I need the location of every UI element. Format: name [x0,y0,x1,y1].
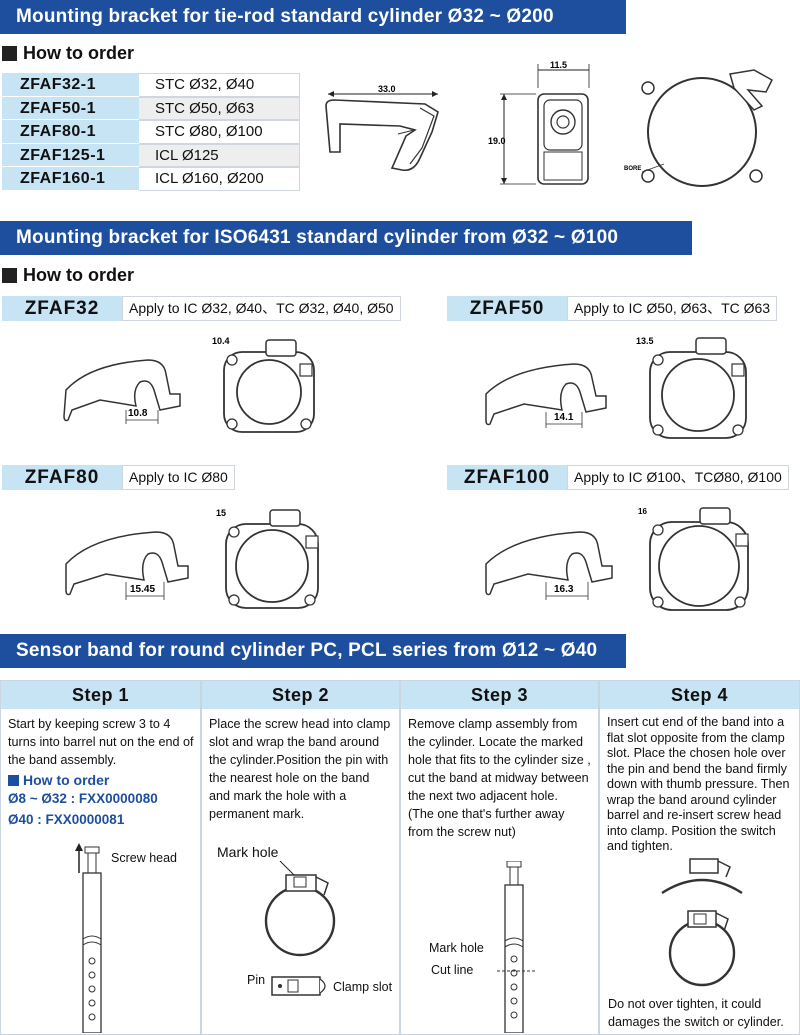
step-1: Step 1 Start by keeping screw 3 to 4 tur… [0,680,201,1035]
step-text: Insert cut end of the band into a flat s… [607,715,790,853]
switch-on-cylinder-drawing [661,858,743,987]
bore-label: BORE [624,166,641,172]
step-title: Step 2 [202,681,399,709]
order-line-2: Ø40 : FXX0000081 [8,812,125,827]
model-desc: ICL Ø160, Ø200 [139,167,300,191]
zfaf100-ring-drawing: 16 [638,507,749,611]
dim-top-label: 11.5 [550,60,567,70]
steps-panel: Step 1 Start by keeping screw 3 to 4 tur… [0,680,800,1035]
clamp-slot-label: Clamp slot [333,980,393,994]
model-code: ZFAF32 [2,296,122,321]
model-desc: Apply to IC Ø32, Ø40、TC Ø32, Ø40, Ø50 [122,296,401,321]
step-title: Step 3 [401,681,598,709]
step-3: Step 3 Remove clamp assembly from the cy… [400,680,599,1035]
section3-banner: Sensor band for round cylinder PC, PCL s… [0,634,626,668]
order-title: How to order [8,772,193,788]
model-zfaf100: ZFAF100 Apply to IC Ø100、TCØ80, Ø100 [447,465,789,490]
mark-hole-label: Mark hole [217,844,279,860]
model-zfaf32: ZFAF32 Apply to IC Ø32, Ø40、TC Ø32, Ø40,… [2,296,401,321]
dim-height-label: 19.0 [488,136,506,146]
screw-head-label: Screw head [111,851,178,865]
model-desc: ICL Ø125 [139,143,300,168]
bracket-mount-drawing: BORE [624,69,773,187]
model-code: ZFAF50-1 [2,96,139,121]
bracket-side-drawing: 33.0 [325,84,439,172]
step-text: Place the screw head into clamp slot and… [209,717,391,821]
clamp-slot-drawing [271,976,326,996]
dim-label: 14.1 [554,412,574,423]
order-info: How to order Ø8 ~ Ø32 : FXX0000080 Ø40 :… [1,769,200,830]
model-desc: Apply to IC Ø100、TCØ80, Ø100 [567,465,789,490]
step-title: Step 4 [600,681,799,709]
section1-how-to-order: How to order [2,43,134,64]
model-zfaf80: ZFAF80 Apply to IC Ø80 [2,465,235,490]
square-bullet-icon [8,774,19,786]
step-2: Step 2 Place the screw head into clamp s… [201,680,400,1035]
model-desc: STC Ø50, Ø63 [139,96,300,121]
section2-how-to-order: How to order [2,265,134,286]
model-code: ZFAF160-1 [2,167,139,191]
square-bullet-icon [2,46,17,61]
cut-line-label: Cut line [431,963,474,977]
step-note: (The one that's further away from the sc… [408,807,565,839]
dim-label: 15 [216,508,226,518]
step-text: Remove clamp assembly from the cylinder.… [408,717,591,803]
model-desc: STC Ø80, Ø100 [139,120,300,144]
pin-label: Pin [247,973,266,987]
section1-banner: Mounting bracket for tie-rod standard cy… [0,0,626,34]
model-code: ZFAF80-1 [2,120,139,144]
order-title-text: How to order [23,772,110,788]
model-desc: Apply to IC Ø80 [122,465,235,490]
dim-width-label: 33.0 [378,84,396,94]
zfaf50-bracket-drawing: 14.1 [485,363,607,428]
dim-label: 16.3 [554,584,574,595]
band-with-screw-drawing [75,843,102,1033]
model-zfaf50: ZFAF50 Apply to IC Ø50, Ø63、TC Ø63 [447,296,778,321]
model-code: ZFAF50 [447,296,567,321]
zfaf100-bracket-drawing: 16.3 [485,531,613,600]
section2-banner: Mounting bracket for ISO6431 standard cy… [0,221,692,255]
band-cut-drawing [497,861,535,1033]
band-on-cylinder-drawing [264,861,336,957]
step-title: Step 1 [1,681,200,709]
how-to-order-label: How to order [23,265,134,285]
square-bullet-icon [2,268,17,283]
order-line-1: Ø8 ~ Ø32 : FXX0000080 [8,791,158,806]
dim-label: 10.8 [128,408,148,419]
model-code: ZFAF125-1 [2,143,139,168]
model-code: ZFAF100 [447,465,567,490]
model-code: ZFAF80 [2,465,122,490]
bracket-front-drawing: 11.5 19.0 [488,60,590,185]
zfaf80-bracket-drawing: 15.45 [65,531,189,600]
how-to-order-label: How to order [23,43,134,63]
zfaf32-ring-drawing: 10.4 [212,336,315,433]
step-text: Start by keeping screw 3 to 4 turns into… [8,717,194,767]
model-code: ZFAF32-1 [2,73,139,97]
zfaf32-bracket-drawing: 10.8 [63,359,181,424]
dim-label: 13.5 [636,336,654,346]
dim-label: 15.45 [130,584,155,595]
dim-label: 16 [638,507,647,516]
dim-label: 10.4 [212,336,230,346]
step-4: Step 4 Insert cut end of the band into a… [599,680,800,1035]
step-warning: Do not over tighten, it could damages th… [608,997,784,1029]
zfaf50-ring-drawing: 13.5 [636,336,747,439]
mark-hole-label: Mark hole [429,941,484,955]
model-desc: Apply to IC Ø50, Ø63、TC Ø63 [567,296,778,321]
model-desc: STC Ø32, Ø40 [139,73,300,97]
zfaf80-ring-drawing: 15 [216,508,319,609]
